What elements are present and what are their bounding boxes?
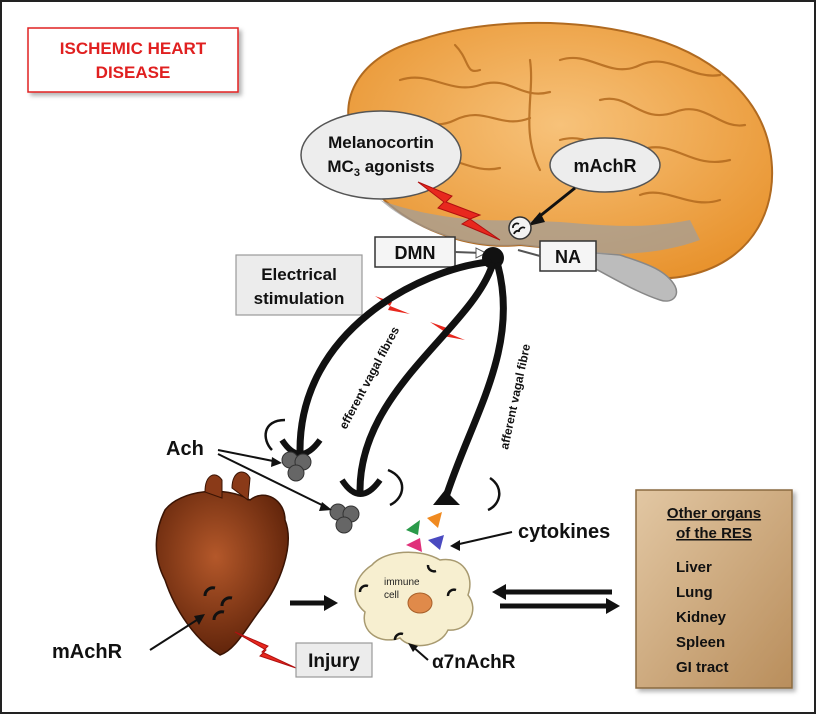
- organs-heading-line2: of the RES: [676, 525, 752, 542]
- organ-item: Spleen: [676, 634, 725, 651]
- title-line1: ISCHEMIC HEART: [60, 39, 207, 58]
- electrical-line2: stimulation: [254, 289, 345, 308]
- organs-heading-line1: Other organs: [667, 505, 761, 522]
- cytokines-label: cytokines: [518, 521, 610, 543]
- injury-box: Injury: [296, 643, 372, 677]
- title-line2: DISEASE: [96, 63, 171, 82]
- ach-label: Ach: [166, 438, 204, 460]
- organ-item: Liver: [676, 559, 712, 576]
- melanocortin-line1: Melanocortin: [328, 133, 434, 152]
- brain-machr-bubble: mAchR: [550, 138, 660, 192]
- na-label: NA: [555, 247, 581, 267]
- alpha7-label: α7nAchR: [432, 652, 516, 673]
- immune-cell-line1: immune: [384, 577, 420, 588]
- na-box: NA: [540, 241, 596, 271]
- organ-item: Lung: [676, 584, 713, 601]
- dmn-label: DMN: [395, 243, 436, 263]
- electrical-stimulation-box: Electrical stimulation: [236, 255, 362, 315]
- injury-label: Injury: [308, 651, 360, 672]
- immune-cell-line2: cell: [384, 590, 399, 601]
- melanocortin-line2: MC3 agonists: [327, 157, 434, 179]
- brain-machr-label: mAchR: [573, 156, 636, 176]
- heart-machr-label: mAchR: [52, 641, 123, 663]
- dmn-box: DMN: [375, 237, 455, 267]
- organ-item: Kidney: [676, 609, 727, 626]
- organ-item: GI tract: [676, 659, 729, 676]
- other-organs-panel: Other organs of the RES Liver Lung Kidne…: [636, 490, 792, 688]
- title-box: ISCHEMIC HEART DISEASE: [28, 28, 238, 92]
- electrical-line1: Electrical: [261, 265, 337, 284]
- melanocortin-bubble: Melanocortin MC3 agonists: [301, 111, 461, 199]
